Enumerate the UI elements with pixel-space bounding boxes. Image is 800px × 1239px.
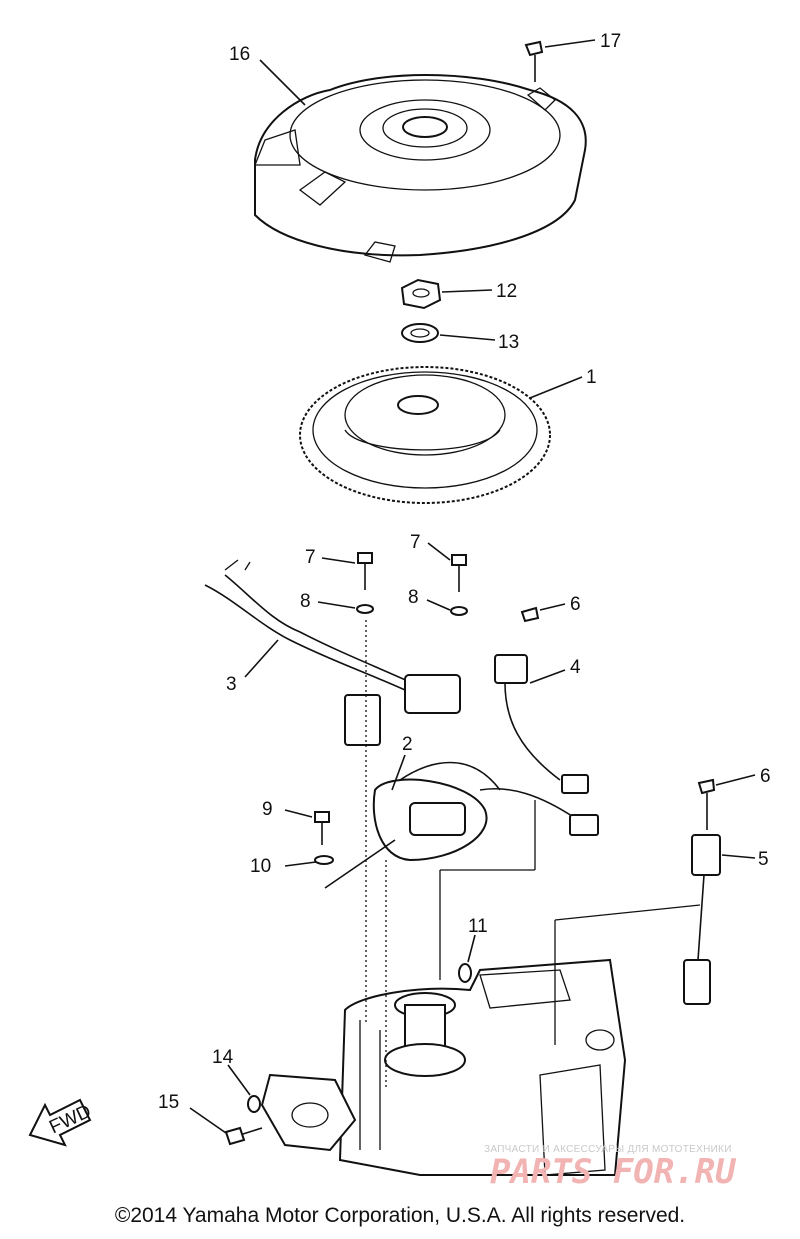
callout-14: 14	[212, 1047, 234, 1068]
callout-6-upper: 6	[570, 594, 581, 615]
callout-4: 4	[570, 657, 581, 678]
copyright-notice: ©2014 Yamaha Motor Corporation, U.S.A. A…	[114, 1204, 686, 1227]
sensor-5-part	[683, 834, 721, 1005]
washer-14-part	[247, 1095, 261, 1113]
callout-8-left: 8	[300, 591, 311, 612]
callout-10: 10	[250, 856, 271, 877]
callout-7-left: 7	[305, 547, 316, 568]
leader-lines	[189, 39, 756, 1134]
bracket-part	[260, 1073, 357, 1152]
flywheel-cover-part	[254, 74, 587, 263]
engine-block-part	[338, 958, 627, 1176]
wire-harness-part	[204, 559, 461, 746]
callout-labels: 16 17 12 13 1 7 7 8 8 6 3 4 2 9 10 6 5 1…	[158, 31, 771, 1113]
washer-8-right-part	[450, 606, 468, 616]
screw-6-upper-part	[520, 606, 540, 623]
callout-17: 17	[600, 31, 621, 52]
callout-15: 15	[158, 1092, 179, 1113]
callout-6-lower: 6	[760, 766, 771, 787]
callout-3: 3	[226, 674, 237, 695]
callout-12: 12	[496, 281, 517, 302]
washer-8-left-part	[356, 604, 374, 614]
pulser-coil-part	[494, 654, 589, 794]
screw-6-lower-part	[697, 778, 716, 830]
callout-7-right: 7	[410, 532, 421, 553]
callout-11: 11	[468, 916, 488, 937]
watermark-logo: PARTS FOR.RU	[490, 1152, 736, 1192]
callout-9: 9	[262, 799, 273, 820]
fwd-arrow-icon: FWD	[28, 1098, 94, 1147]
watermark-tagline: ЗАПЧАСТИ И АКСЕССУАРЫ ДЛЯ МОТОТЕХНИКИ	[484, 1144, 732, 1155]
bolt-9-part	[314, 811, 330, 845]
callout-2: 2	[402, 734, 413, 755]
bolt-7-right-part	[451, 554, 467, 592]
washer-part	[401, 323, 439, 343]
screw-15-part	[224, 1126, 263, 1146]
callout-5: 5	[758, 849, 769, 870]
stator-base-part	[372, 761, 599, 862]
nut-part	[400, 278, 442, 310]
assembly-lines	[365, 620, 701, 1090]
screw-17-part	[524, 40, 544, 82]
callout-16: 16	[229, 44, 250, 65]
callout-8-right: 8	[408, 587, 419, 608]
washer-10-part	[314, 855, 334, 865]
callout-1: 1	[586, 367, 597, 388]
flywheel-part	[299, 366, 551, 504]
bolt-7-left-part	[357, 552, 373, 590]
pin-11-part	[458, 963, 472, 983]
callout-13: 13	[498, 332, 519, 353]
